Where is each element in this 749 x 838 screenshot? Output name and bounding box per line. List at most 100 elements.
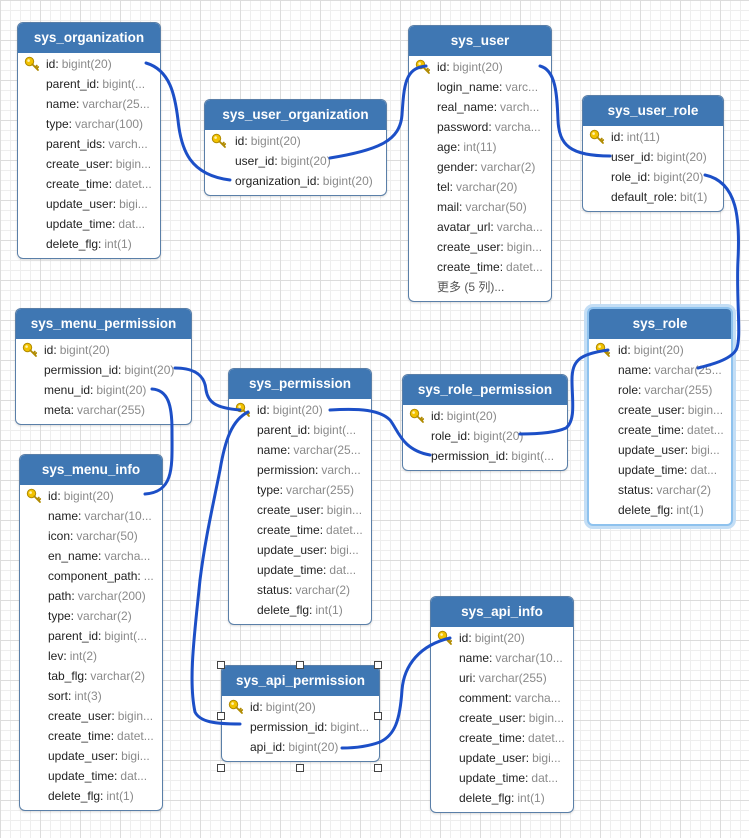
field-row[interactable]: gender:varchar(2) xyxy=(409,157,551,177)
field-row[interactable]: id:bigint(20) xyxy=(229,400,371,420)
field-row[interactable]: name:varchar(25... xyxy=(229,440,371,460)
field-row[interactable]: update_time:dat... xyxy=(431,768,573,788)
field-row[interactable]: component_path:... xyxy=(20,566,162,586)
field-row[interactable]: sort:int(3) xyxy=(20,686,162,706)
field-row[interactable]: mail:varchar(50) xyxy=(409,197,551,217)
table-sys-user-organization[interactable]: sys_user_organization id:bigint(20)user_… xyxy=(204,99,387,196)
field-row[interactable]: id:bigint(20) xyxy=(409,57,551,77)
table-sys-api-info[interactable]: sys_api_info id:bigint(20)name:varchar(1… xyxy=(430,596,574,813)
resize-handle-top-left[interactable] xyxy=(217,661,225,669)
field-row[interactable]: permission_id:bigint(20) xyxy=(16,360,191,380)
field-row[interactable]: en_name:varcha... xyxy=(20,546,162,566)
field-row[interactable]: delete_flg:int(1) xyxy=(20,786,162,806)
field-row[interactable]: role_id:bigint(20) xyxy=(583,167,723,187)
resize-handle-bottom-right[interactable] xyxy=(374,764,382,772)
field-row[interactable]: id:int(11) xyxy=(583,127,723,147)
field-row[interactable]: type:varchar(255) xyxy=(229,480,371,500)
field-row[interactable]: create_time:datet... xyxy=(409,257,551,277)
field-row[interactable]: id:bigint(20) xyxy=(431,628,573,648)
field-row[interactable]: id:bigint(20) xyxy=(589,340,731,360)
table-sys-organization[interactable]: sys_organization id:bigint(20)parent_id:… xyxy=(17,22,161,259)
table-sys-menu-permission[interactable]: sys_menu_permission id:bigint(20)permiss… xyxy=(15,308,192,425)
table-sys-user-role[interactable]: sys_user_role id:int(11)user_id:bigint(2… xyxy=(582,95,724,212)
field-row[interactable]: comment:varcha... xyxy=(431,688,573,708)
field-row[interactable]: name:varchar(10... xyxy=(20,506,162,526)
field-row[interactable]: update_user:bigi... xyxy=(431,748,573,768)
field-row[interactable]: default_role:bit(1) xyxy=(583,187,723,207)
field-row[interactable]: update_user:bigi... xyxy=(20,746,162,766)
field-row[interactable]: type:varchar(100) xyxy=(18,114,160,134)
resize-handle-bottom-middle[interactable] xyxy=(296,764,304,772)
field-row[interactable]: name:varchar(25... xyxy=(589,360,731,380)
resize-handle-bottom-left[interactable] xyxy=(217,764,225,772)
field-row[interactable]: avatar_url:varcha... xyxy=(409,217,551,237)
field-row[interactable]: create_user:bigin... xyxy=(20,706,162,726)
field-row[interactable]: tel:varchar(20) xyxy=(409,177,551,197)
field-row[interactable]: update_user:bigi... xyxy=(229,540,371,560)
field-row[interactable]: update_time:dat... xyxy=(229,560,371,580)
field-row[interactable]: create_user:bigin... xyxy=(589,400,731,420)
more-columns-link[interactable]: 更多 (5 列)... xyxy=(409,277,551,297)
field-row[interactable]: update_user:bigi... xyxy=(589,440,731,460)
field-row[interactable]: delete_flg:int(1) xyxy=(431,788,573,808)
table-sys-role[interactable]: sys_role id:bigint(20)name:varchar(25...… xyxy=(587,307,733,526)
field-row[interactable]: parent_id:bigint(... xyxy=(20,626,162,646)
field-row[interactable]: password:varcha... xyxy=(409,117,551,137)
field-row[interactable]: id:bigint(20) xyxy=(20,486,162,506)
field-row[interactable]: update_time:dat... xyxy=(18,214,160,234)
field-row[interactable]: role_id:bigint(20) xyxy=(403,426,567,446)
field-row[interactable]: lev:int(2) xyxy=(20,646,162,666)
field-row[interactable]: permission_id:bigint... xyxy=(222,717,379,737)
field-row[interactable]: parent_id:bigint(... xyxy=(229,420,371,440)
field-row[interactable]: update_time:dat... xyxy=(589,460,731,480)
resize-handle-top-middle[interactable] xyxy=(296,661,304,669)
field-row[interactable]: create_user:bigin... xyxy=(409,237,551,257)
field-row[interactable]: permission:varch... xyxy=(229,460,371,480)
field-row[interactable]: user_id:bigint(20) xyxy=(205,151,386,171)
field-row[interactable]: menu_id:bigint(20) xyxy=(16,380,191,400)
field-row[interactable]: meta:varchar(255) xyxy=(16,400,191,420)
table-sys-api-permission[interactable]: sys_api_permission id:bigint(20)permissi… xyxy=(221,665,380,762)
field-row[interactable]: type:varchar(2) xyxy=(20,606,162,626)
field-row[interactable]: create_user:bigin... xyxy=(431,708,573,728)
field-row[interactable]: login_name:varc... xyxy=(409,77,551,97)
resize-handle-top-right[interactable] xyxy=(374,661,382,669)
field-row[interactable]: id:bigint(20) xyxy=(16,340,191,360)
table-sys-user[interactable]: sys_user id:bigint(20)login_name:varc...… xyxy=(408,25,552,302)
field-row[interactable]: create_user:bigin... xyxy=(229,500,371,520)
field-row[interactable]: delete_flg:int(1) xyxy=(18,234,160,254)
field-row[interactable]: user_id:bigint(20) xyxy=(583,147,723,167)
field-row[interactable]: id:bigint(20) xyxy=(403,406,567,426)
field-row[interactable]: role:varchar(255) xyxy=(589,380,731,400)
table-sys-menu-info[interactable]: sys_menu_info id:bigint(20)name:varchar(… xyxy=(19,454,163,811)
field-row[interactable]: uri:varchar(255) xyxy=(431,668,573,688)
table-sys-permission[interactable]: sys_permission id:bigint(20)parent_id:bi… xyxy=(228,368,372,625)
resize-handle-middle-right[interactable] xyxy=(374,712,382,720)
field-row[interactable]: create_user:bigin... xyxy=(18,154,160,174)
field-row[interactable]: create_time:datet... xyxy=(229,520,371,540)
field-row[interactable]: status:varchar(2) xyxy=(589,480,731,500)
field-row[interactable]: icon:varchar(50) xyxy=(20,526,162,546)
field-row[interactable]: status:varchar(2) xyxy=(229,580,371,600)
field-row[interactable]: create_time:datet... xyxy=(589,420,731,440)
field-row[interactable]: id:bigint(20) xyxy=(18,54,160,74)
field-row[interactable]: permission_id:bigint(... xyxy=(403,446,567,466)
field-row[interactable]: create_time:datet... xyxy=(18,174,160,194)
field-row[interactable]: id:bigint(20) xyxy=(222,697,379,717)
field-row[interactable]: create_time:datet... xyxy=(20,726,162,746)
field-row[interactable]: name:varchar(10... xyxy=(431,648,573,668)
field-row[interactable]: api_id:bigint(20) xyxy=(222,737,379,757)
field-row[interactable]: organization_id:bigint(20) xyxy=(205,171,386,191)
field-row[interactable]: update_user:bigi... xyxy=(18,194,160,214)
field-row[interactable]: id:bigint(20) xyxy=(205,131,386,151)
field-row[interactable]: tab_flg:varchar(2) xyxy=(20,666,162,686)
field-row[interactable]: delete_flg:int(1) xyxy=(589,500,731,520)
field-row[interactable]: update_time:dat... xyxy=(20,766,162,786)
field-row[interactable]: parent_id:bigint(... xyxy=(18,74,160,94)
field-row[interactable]: real_name:varch... xyxy=(409,97,551,117)
field-row[interactable]: name:varchar(25... xyxy=(18,94,160,114)
field-row[interactable]: age:int(11) xyxy=(409,137,551,157)
resize-handle-middle-left[interactable] xyxy=(217,712,225,720)
field-row[interactable]: create_time:datet... xyxy=(431,728,573,748)
field-row[interactable]: path:varchar(200) xyxy=(20,586,162,606)
